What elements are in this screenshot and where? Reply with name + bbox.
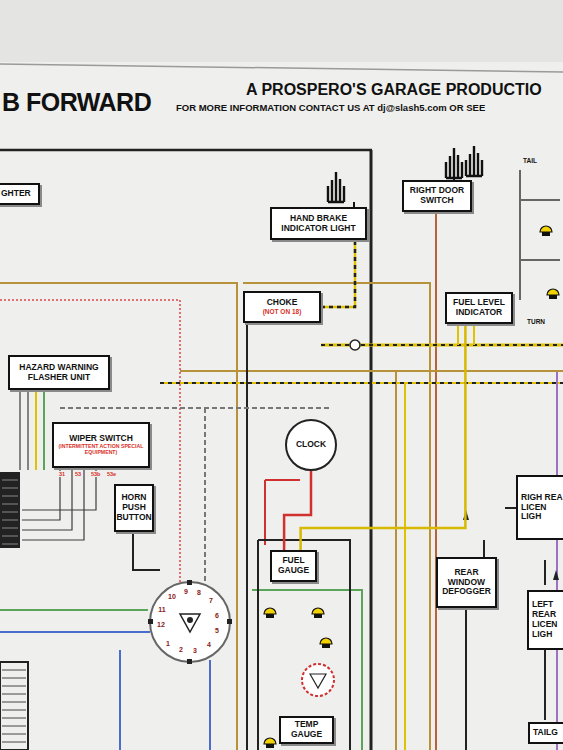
header-text: A PROSPERO'S GARAGE PRODUCTIO bbox=[245, 81, 543, 99]
box-label: HORN PUSH BUTTON bbox=[116, 493, 151, 522]
pin-label: 53 bbox=[74, 471, 82, 477]
terminal-number: 6 bbox=[215, 612, 219, 620]
heater-box: REAR WINDOW DEFOGGER bbox=[436, 557, 497, 608]
gauge-box: FUEL GAUGE bbox=[270, 550, 317, 582]
box-label: RIGHT DOOR SWITCH bbox=[407, 186, 467, 206]
switch-box: RIGHT DOOR SWITCH bbox=[402, 180, 472, 212]
lamp-box: LEFT REAR LICEN LIGH bbox=[527, 590, 563, 650]
terminal-number: 9 bbox=[184, 588, 188, 596]
box-label: LEFT REAR LICEN LIGH bbox=[532, 600, 563, 639]
box-label: TAILG bbox=[533, 728, 558, 738]
box-label: HAND BRAKE INDICATOR LIGHT bbox=[275, 214, 362, 234]
wire-connector bbox=[321, 240, 355, 307]
box-label: HAZARD WARNING FLASHER UNIT bbox=[13, 363, 105, 383]
terminal-number: 11 bbox=[158, 606, 165, 614]
poster-title: B FORWARD bbox=[2, 88, 151, 117]
box-label: TEMP GAUGE bbox=[284, 720, 329, 740]
box-label: FUEL LEVEL INDICATOR bbox=[450, 298, 508, 318]
box-note: (INTERMITTENT ACTION SPECIAL EQUIPMENT) bbox=[57, 444, 145, 455]
terminal-number: 5 bbox=[215, 627, 219, 635]
box-label: FUEL GAUGE bbox=[275, 556, 312, 576]
box-label: RIGH REA LICEN LIGH bbox=[521, 493, 563, 522]
terminal-number: 1 bbox=[166, 640, 170, 648]
terminal-number: 3 bbox=[193, 647, 197, 655]
terminal-number: 12 bbox=[157, 621, 165, 629]
lamp-label: TAIL bbox=[522, 157, 538, 164]
lamp-box: GHTER bbox=[0, 183, 40, 205]
switch-box: HORN PUSH BUTTON bbox=[114, 484, 154, 532]
indicator-box: FUEL LEVEL INDICATOR bbox=[445, 292, 513, 324]
contact-note: FOR MORE INFORMATION CONTACT US AT dj@sl… bbox=[175, 103, 486, 113]
gauge-box: TEMP GAUGE bbox=[279, 716, 334, 744]
wire-connector bbox=[284, 471, 311, 550]
lamp-box: TAILG bbox=[528, 722, 563, 744]
lamp-label: TURN bbox=[526, 318, 546, 325]
terminal-number: 8 bbox=[197, 589, 201, 597]
terminal-number: 4 bbox=[207, 641, 211, 649]
switch-box: WIPER SWITCH(INTERMITTENT ACTION SPECIAL… bbox=[52, 422, 150, 468]
box-label: CHOKE bbox=[267, 298, 298, 308]
terminal-number: 10 bbox=[168, 593, 176, 601]
terminal-number: 7 bbox=[209, 597, 213, 605]
wire-stripe bbox=[321, 240, 355, 307]
box-note: (NOT ON 18) bbox=[263, 308, 302, 315]
box-label: WIPER SWITCH bbox=[69, 434, 133, 444]
indicator-box: HAND BRAKE INDICATOR LIGHT bbox=[270, 207, 367, 240]
pin-label: 53b bbox=[90, 471, 101, 477]
box-label: CLOCK bbox=[296, 440, 326, 450]
box-label: GHTER bbox=[1, 189, 31, 199]
clock-gauge: CLOCK bbox=[285, 419, 337, 471]
control-box: CHOKE(NOT ON 18) bbox=[243, 291, 321, 323]
box-label: REAR WINDOW DEFOGGER bbox=[441, 568, 492, 597]
lamp-box: RIGH REA LICEN LIGH bbox=[516, 475, 563, 540]
pin-label: 31 bbox=[58, 471, 66, 477]
terminal-number: 2 bbox=[179, 646, 183, 654]
relay-box: HAZARD WARNING FLASHER UNIT bbox=[8, 355, 110, 390]
pin-label: 53e bbox=[106, 471, 117, 477]
